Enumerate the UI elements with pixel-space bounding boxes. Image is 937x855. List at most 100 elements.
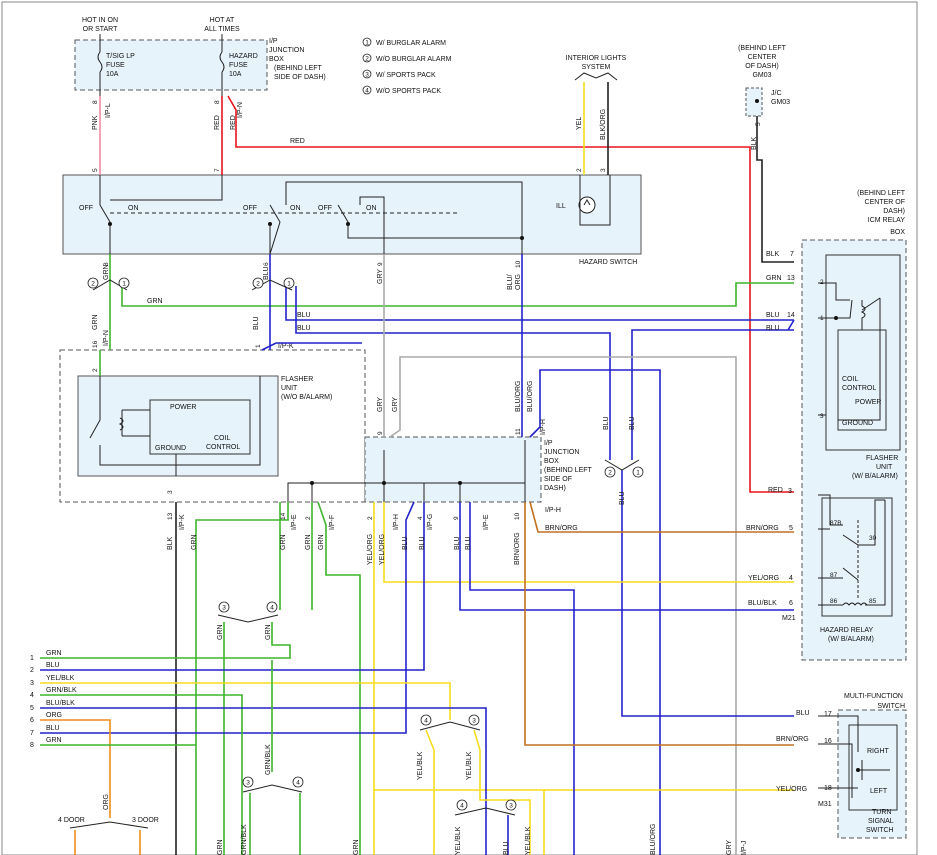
svg-text:3: 3	[246, 780, 250, 787]
svg-text:GRN: GRN	[46, 737, 62, 744]
lbl-brn-org-h2: BRN/ORG	[545, 525, 578, 532]
mfs-sub-3: SWITCH	[866, 827, 894, 834]
legend-1: W/ BURGLAR ALARM	[376, 40, 446, 47]
wire-brn-org-2	[529, 501, 794, 533]
icm-pins: 7 13 14 3 5 4 6 17 16 18 2 1 3	[787, 251, 832, 792]
svg-text:GRN: GRN	[191, 534, 198, 550]
mfs-sub-2: SIGNAL	[868, 818, 894, 825]
svg-text:BLK: BLK	[751, 136, 758, 150]
legend: 1 W/ BURGLAR ALARM 2 W/O BURGLAR ALARM 3…	[362, 37, 452, 95]
bus-row-6	[40, 719, 111, 818]
svg-text:PNK: PNK	[92, 115, 99, 130]
wires	[40, 82, 795, 855]
lbl-red-h: RED	[290, 138, 305, 145]
svg-text:2: 2	[608, 470, 612, 477]
icm-flasher-box	[825, 254, 901, 451]
svg-text:1: 1	[255, 344, 262, 348]
door-4: 4 DOOR	[58, 817, 85, 824]
svg-text:YEL/BLK: YEL/BLK	[46, 675, 75, 682]
split-5	[419, 721, 481, 731]
lbl-icm-blu1: BLU	[766, 312, 780, 319]
flasher-coil-icon	[118, 417, 124, 431]
hot-on-start-2: OR START	[83, 26, 118, 33]
svg-text:14: 14	[787, 312, 795, 319]
svg-text:2: 2	[305, 516, 312, 520]
svg-text:2: 2	[820, 279, 824, 286]
legend-4: W/O SPORTS PACK	[376, 88, 441, 95]
svg-text:YEL/ORG: YEL/ORG	[367, 534, 374, 565]
svg-text:BLU: BLU	[419, 536, 426, 550]
gm03-loc-4: GM03	[752, 72, 771, 79]
flasher-coil-2: CONTROL	[206, 444, 240, 451]
vertical-wire-labels: PNK RED RED YEL BLK/ORG BLK GRN BLU GRY …	[92, 109, 758, 855]
wire-grn-ipf2	[317, 501, 361, 855]
lbl-icm-blk: BLK	[766, 251, 780, 258]
svg-text:1: 1	[365, 40, 369, 47]
fuse-left-2: FUSE	[106, 62, 125, 69]
icm-flasher-3: (W/ B/ALARM)	[852, 473, 898, 480]
flasher-title-3: (W/O B/ALARM)	[281, 394, 332, 401]
bus-row-5	[40, 707, 487, 855]
svg-text:16: 16	[92, 340, 99, 348]
mfs-sub-1: TURN	[872, 809, 891, 816]
ipjb2-4: (BEHIND LEFT	[544, 467, 593, 474]
pin-numbers: 8 8 5 7 2 3 5 8 6 9 10 16 1 2 9 11 3 13 …	[92, 100, 762, 520]
ip-junction-box-middle	[364, 436, 542, 503]
mfs-title-1: MULTI-FUNCTION	[844, 693, 903, 700]
svg-text:4: 4	[365, 88, 369, 95]
svg-text:GRN: GRN	[305, 534, 312, 550]
svg-text:GRN: GRN	[318, 534, 325, 550]
gm03-loc-2: CENTER	[748, 54, 777, 61]
svg-text:4: 4	[30, 692, 34, 699]
svg-text:4: 4	[417, 516, 424, 520]
svg-text:BLU: BLU	[402, 536, 409, 550]
svg-text:6: 6	[30, 717, 34, 724]
svg-text:GRY: GRY	[392, 397, 399, 412]
wire-blu-pin4	[40, 502, 425, 671]
fuse-right-2: FUSE	[229, 62, 248, 69]
svg-text:YEL/BLK: YEL/BLK	[417, 751, 424, 780]
svg-text:BLK: BLK	[167, 536, 174, 550]
svg-text:BLU: BLU	[454, 536, 461, 550]
lbl-yel-org-h: YEL/ORG	[748, 575, 779, 582]
svg-text:2: 2	[576, 168, 583, 172]
svg-text:BLU: BLU	[253, 316, 260, 330]
fuse-tsig-icon	[97, 51, 103, 73]
interior-lights-2: SYSTEM	[582, 64, 611, 71]
lbl-blu-h1: BLU	[297, 312, 311, 319]
ip-junction-box-top	[74, 39, 268, 91]
svg-text:9: 9	[377, 431, 384, 435]
lbl-icm-blu2: BLU	[766, 325, 780, 332]
hz-on-1: ON	[128, 205, 139, 212]
svg-text:GRN: GRN	[92, 314, 99, 330]
svg-text:YEL/BLK: YEL/BLK	[466, 751, 473, 780]
split-doors	[69, 821, 149, 829]
icm-loc-5: BOX	[890, 229, 905, 236]
mfs-title-2: SWITCH	[877, 703, 905, 710]
legend-2: W/O BURGLAR ALARM	[376, 56, 452, 63]
ip-jbox-top-2: JUNCTION	[269, 47, 304, 54]
flasher-relay-box	[149, 399, 251, 455]
relay-coil-icon	[842, 602, 868, 606]
ip-jbox-top-4: (BEHIND LEFT	[274, 65, 323, 72]
svg-text:GRN: GRN	[265, 624, 272, 640]
hz-off-3: OFF	[318, 205, 332, 212]
svg-text:13: 13	[167, 512, 174, 520]
split-4	[217, 614, 279, 623]
wire-yel-blk-right	[473, 729, 531, 855]
svg-text:I/P-K: I/P-K	[179, 514, 186, 530]
svg-text:ORG: ORG	[46, 712, 62, 719]
hz-off-1: OFF	[79, 205, 93, 212]
icm-loc-3: DASH)	[883, 208, 905, 215]
svg-text:2: 2	[256, 281, 260, 288]
svg-text:5: 5	[92, 168, 99, 172]
interior-lights-1: INTERIOR LIGHTS	[566, 55, 627, 62]
wire-yel-org-2	[383, 502, 794, 583]
svg-text:BLU: BLU	[46, 725, 60, 732]
ip-jbox-top-1: I/P	[269, 38, 278, 45]
svg-text:GRN: GRN	[103, 264, 110, 280]
svg-text:I/P-E: I/P-E	[483, 514, 490, 530]
svg-text:5: 5	[789, 525, 793, 532]
svg-text:I/P-L: I/P-L	[105, 103, 112, 118]
